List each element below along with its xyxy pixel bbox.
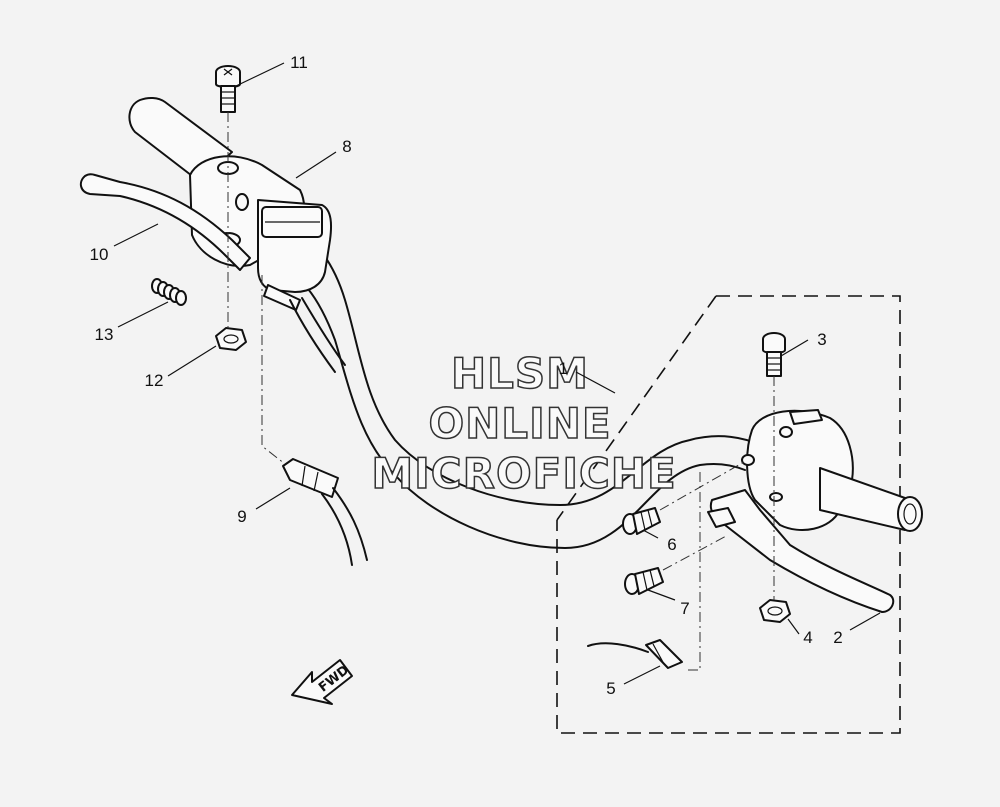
nut-12 (215, 327, 247, 351)
callout-11: 11 (290, 53, 308, 72)
callout-1: 1 (559, 359, 568, 378)
right-grip (819, 467, 923, 532)
callout-13: 13 (95, 325, 114, 344)
forward-arrow-icon: FWD (291, 659, 353, 705)
callout-8: 8 (342, 137, 351, 156)
left-lever (79, 173, 251, 271)
leader-lines (113, 62, 881, 685)
assembly-box (556, 295, 901, 734)
watermark-line-3: MICROFICHE (371, 449, 676, 498)
watermark: HLSM ONLINE MICROFICHE (371, 348, 677, 499)
nut-4 (759, 599, 791, 623)
screw-6 (622, 507, 661, 535)
callout-7: 7 (680, 599, 689, 618)
handlebar (254, 209, 761, 549)
callout-4: 4 (803, 628, 812, 647)
screw-7 (624, 567, 664, 595)
right-lever (707, 489, 895, 613)
cable-end-9 (282, 458, 368, 566)
spring-13 (151, 278, 187, 306)
watermark-line-2: ONLINE (428, 399, 611, 448)
callout-2: 2 (833, 628, 842, 647)
bolt-3 (762, 332, 786, 377)
bolt-11 (215, 65, 241, 113)
callout-12: 12 (145, 371, 164, 390)
master-cylinder (257, 199, 346, 373)
callout-10: 10 (90, 245, 109, 264)
cable-end-5 (587, 639, 683, 669)
callout-9: 9 (237, 507, 246, 526)
callout-labels: 1 2 3 4 5 6 7 8 9 10 11 12 13 (90, 53, 843, 698)
watermark-line-1: HLSM (451, 349, 589, 398)
callout-6: 6 (667, 535, 676, 554)
callout-5: 5 (606, 679, 615, 698)
callout-3: 3 (817, 330, 826, 349)
